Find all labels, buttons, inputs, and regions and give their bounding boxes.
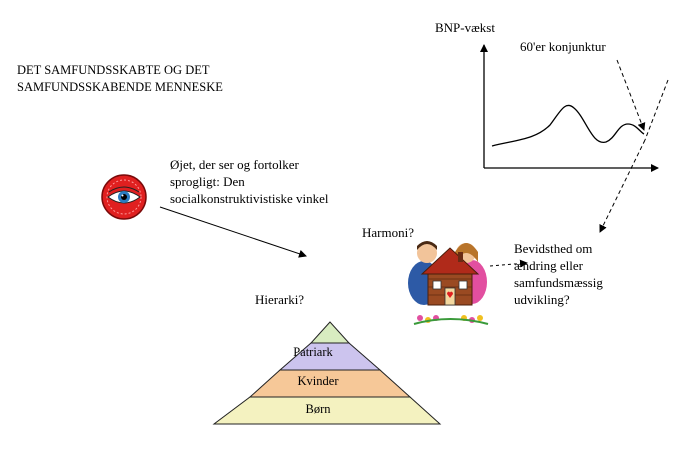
eye-caption-line: Øjet, der ser og fortolker — [170, 157, 299, 172]
harmony-label: Harmoni? — [362, 225, 414, 240]
title-line: DET SAMFUNDSSKABTE OG DET — [17, 63, 210, 77]
pyramid-label-patriark: Patriark — [293, 345, 333, 359]
eye-caption-line: socialkonstruktivistiske vinkel — [170, 191, 329, 206]
eye-to-house-arrow — [159, 206, 307, 258]
eye-icon — [101, 174, 147, 220]
title-line: SAMFUNDSSKABENDE MENNESKE — [17, 80, 223, 94]
pyramid-label-kvinder: Kvinder — [297, 374, 339, 388]
awareness-line: Bevidsthed om — [514, 241, 593, 256]
eye-caption-line: sprogligt: Den — [170, 174, 245, 189]
awareness-line: ændring eller — [514, 258, 583, 273]
hierarchy-label: Hierarki? — [255, 292, 305, 307]
house-to-awareness-arrow — [489, 259, 528, 268]
hierarchy-pyramid — [212, 321, 442, 425]
development-arrow — [599, 139, 646, 233]
awareness-text: Bevidsthed om ændring eller samfundsmæss… — [514, 240, 603, 308]
gdp-axis-label: BNP-vækst — [435, 20, 495, 35]
gdp-chart — [480, 44, 669, 233]
pyramid-level-born — [212, 396, 442, 425]
couple-house-icon — [408, 241, 489, 325]
boom-label: 60'er konjunktur — [520, 39, 606, 54]
diagram-title: DET SAMFUNDSSKABTE OG DET SAMFUNDSSKABEN… — [17, 62, 223, 96]
gdp-curve — [491, 104, 645, 147]
development-dashed-line — [644, 79, 669, 141]
boom-pointer-arrow — [616, 59, 646, 131]
awareness-line: udvikling? — [514, 292, 570, 307]
eye-caption: Øjet, der ser og fortolker sprogligt: De… — [170, 156, 329, 207]
pyramid-top — [309, 321, 351, 344]
pyramid-label-born: Børn — [305, 402, 331, 416]
awareness-line: samfundsmæssig — [514, 275, 603, 290]
